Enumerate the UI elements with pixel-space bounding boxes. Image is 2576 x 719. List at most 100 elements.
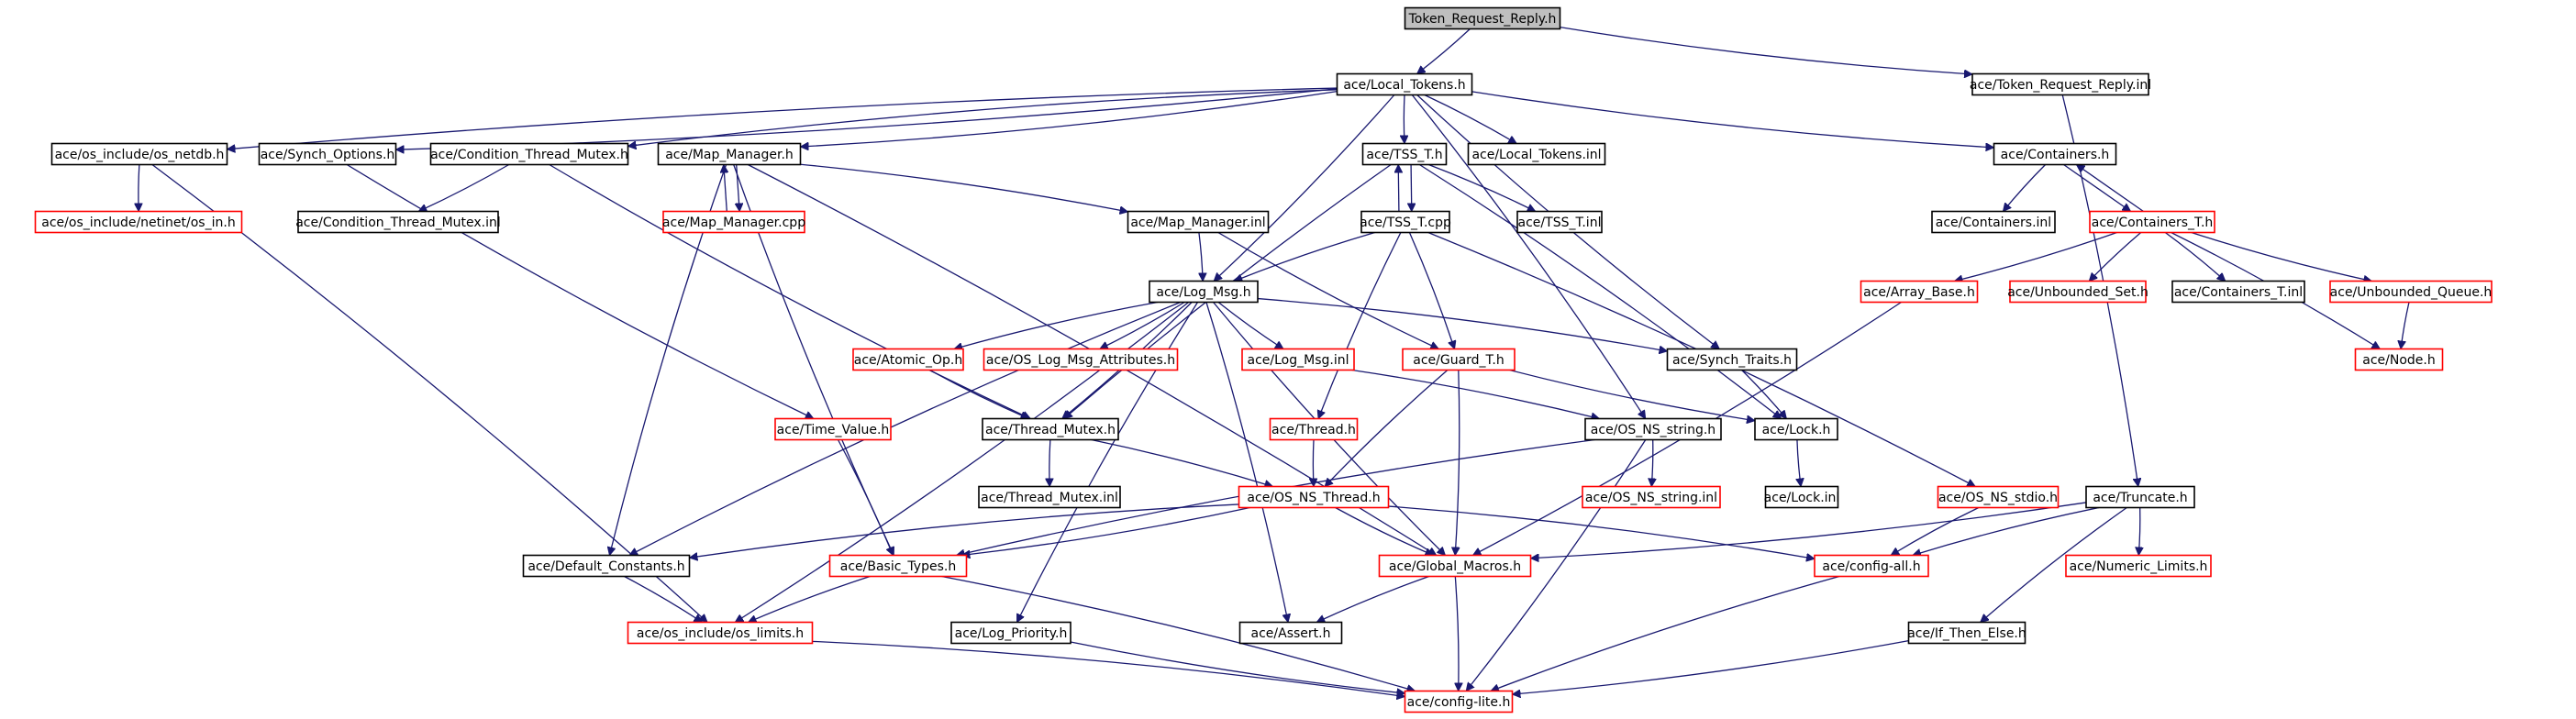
node-os-netdb[interactable]: ace/os_include/os_netdb.h: [50, 142, 228, 166]
node-cond-thread-mutex-inl[interactable]: ace/Condition_Thread_Mutex.inl: [295, 210, 501, 234]
edge-map_manager_cpp-to-map_manager_h: [724, 165, 727, 212]
edge-truncate_h-to-global_macros: [1531, 502, 2087, 559]
edge-containers_t_h-to-containers_t_inl: [2164, 231, 2226, 282]
node-if-then-else[interactable]: ace/If_Then_Else.h: [1907, 621, 2026, 645]
node-label: ace/Unbounded_Queue.h: [2330, 285, 2493, 300]
node-map-manager-h[interactable]: ace/Map_Manager.h: [657, 142, 802, 166]
node-root[interactable]: Token_Request_Reply.h: [1404, 6, 1561, 30]
edge-containers_t_h-to-unbounded_set: [2089, 232, 2142, 282]
node-node-h[interactable]: ace/Node.h: [2354, 348, 2444, 371]
node-label: ace/Basic_Types.h: [840, 559, 956, 574]
node-label: ace/Global_Macros.h: [1389, 559, 1521, 574]
edge-os_ns_thread-to-global_macros: [1335, 506, 1434, 556]
node-label: ace/Thread_Mutex.inl: [981, 491, 1118, 505]
node-default-constants[interactable]: ace/Default_Constants.h: [522, 554, 691, 578]
node-thread-h[interactable]: ace/Thread.h: [1269, 417, 1359, 441]
node-box: [429, 142, 629, 166]
node-map-manager-inl[interactable]: ace/Map_Manager.inl: [1127, 210, 1270, 234]
node-map-manager-cpp[interactable]: ace/Map_Manager.cpp: [662, 210, 805, 234]
node-os-ns-string-inl[interactable]: ace/OS_NS_string.inl: [1582, 485, 1721, 509]
node-box: [297, 210, 499, 234]
edge-tss_t_cpp-to-log_msg_h: [1234, 231, 1375, 282]
node-config-all[interactable]: ace/config-all.h: [1814, 554, 1929, 578]
node-box: [978, 485, 1121, 509]
node-label: ace/Map_Manager.inl: [1130, 216, 1265, 230]
node-thread-mutex-inl[interactable]: ace/Thread_Mutex.inl: [978, 485, 1121, 509]
edge-os_ns_string_h-to-config_lite: [1466, 439, 1647, 691]
node-tss-t-h[interactable]: ace/TSS_T.h: [1361, 142, 1448, 166]
node-label: ace/Map_Manager.cpp: [662, 216, 805, 230]
node-os-ns-thread[interactable]: ace/OS_NS_Thread.h: [1238, 485, 1390, 509]
node-truncate-h[interactable]: ace/Truncate.h: [2085, 485, 2195, 509]
node-unbounded-set[interactable]: ace/Unbounded_Set.h: [2007, 280, 2149, 304]
node-token-rr-inl[interactable]: ace/Token_Request_Reply.inl: [1970, 72, 2151, 96]
node-os-in[interactable]: ace/os_include/netinet/os_in.h: [34, 210, 243, 234]
node-log-msg-h[interactable]: ace/Log_Msg.h: [1149, 280, 1259, 304]
node-basic-types[interactable]: ace/Basic_Types.h: [828, 554, 968, 578]
node-label: ace/Local_Tokens.inl: [1471, 148, 1601, 162]
node-assert-h[interactable]: ace/Assert.h: [1238, 621, 1343, 645]
node-containers-inl[interactable]: ace/Containers.inl: [1931, 210, 2056, 234]
node-label: ace/os_include/netinet/os_in.h: [41, 216, 235, 230]
edge-log_msg_h-to-default_constants: [629, 301, 1182, 557]
node-label: ace/os_include/os_limits.h: [637, 626, 804, 641]
node-box: [983, 348, 1179, 371]
node-global-macros[interactable]: ace/Global_Macros.h: [1378, 554, 1532, 578]
edge-map_manager_inl-to-log_msg_h: [1198, 232, 1203, 282]
node-containers-t-inl[interactable]: ace/Containers_T.inl: [2171, 280, 2305, 304]
node-lock-inl[interactable]: ace/Lock.inl: [1764, 485, 1840, 509]
node-box: [2171, 280, 2305, 304]
node-label: ace/Condition_Thread_Mutex.inl: [295, 216, 501, 230]
node-label: ace/Containers_T.inl: [2174, 285, 2303, 300]
edge-map_manager_inl-to-guard_t: [1217, 231, 1438, 349]
node-box: [1584, 417, 1722, 441]
node-label: ace/Thread_Mutex.h: [985, 423, 1116, 437]
node-containers-t-h[interactable]: ace/Containers_T.h: [2089, 210, 2215, 234]
node-label: ace/Numeric_Limits.h: [2070, 559, 2208, 574]
node-synch-traits[interactable]: ace/Synch_Traits.h: [1666, 348, 1798, 371]
node-box: [1666, 348, 1798, 371]
edge-atomic_op-to-thread_mutex_h: [929, 369, 1028, 419]
node-os-limits[interactable]: ace/os_include/os_limits.h: [627, 621, 814, 645]
node-os-ns-string-h[interactable]: ace/OS_NS_string.h: [1584, 417, 1722, 441]
node-box: [1764, 485, 1839, 509]
node-tss-t-inl[interactable]: ace/TSS_T.inl: [1516, 210, 1603, 234]
node-cond-thread-mutex-h[interactable]: ace/Condition_Thread_Mutex.h: [429, 142, 629, 166]
node-label: Token_Request_Reply.h: [1408, 12, 1557, 27]
node-label: ace/Assert.h: [1251, 626, 1331, 641]
node-tss-t-cpp[interactable]: ace/TSS_T.cpp: [1360, 210, 1451, 234]
node-atomic-op[interactable]: ace/Atomic_Op.h: [852, 348, 964, 371]
node-local-tokens-h[interactable]: ace/Local_Tokens.h: [1336, 72, 1473, 96]
node-label: ace/Containers.h: [2001, 148, 2110, 162]
node-label: ace/config-lite.h: [1407, 695, 1511, 710]
edge-os_ns_thread-to-basic_types: [961, 506, 1250, 556]
edge-map_manager_h-to-map_manager_inl: [800, 163, 1128, 212]
node-time-value[interactable]: ace/Time_Value.h: [774, 417, 892, 441]
node-log-priority[interactable]: ace/Log_Priority.h: [950, 621, 1071, 645]
node-local-tokens-inl[interactable]: ace/Local_Tokens.inl: [1467, 142, 1606, 166]
node-containers-h[interactable]: ace/Containers.h: [1993, 142, 2117, 166]
node-log-msg-inl[interactable]: ace/Log_Msg.inl: [1241, 348, 1355, 371]
node-os-ns-stdio[interactable]: ace/OS_NS_stdio.h: [1937, 485, 2060, 509]
node-box: [1467, 142, 1606, 166]
node-thread-mutex-h[interactable]: ace/Thread_Mutex.h: [982, 417, 1119, 441]
node-synch-options[interactable]: ace/Synch_Options.h: [258, 142, 397, 166]
node-label: ace/OS_NS_string.h: [1591, 423, 1715, 437]
node-guard-t[interactable]: ace/Guard_T.h: [1402, 348, 1516, 371]
node-numeric-limits[interactable]: ace/Numeric_Limits.h: [2065, 554, 2212, 578]
node-label: ace/OS_NS_stdio.h: [1938, 491, 2058, 505]
node-unbounded-queue[interactable]: ace/Unbounded_Queue.h: [2329, 280, 2493, 304]
node-box: [2085, 485, 2195, 509]
node-lock-h[interactable]: ace/Lock.h: [1754, 417, 1838, 441]
node-label: ace/Array_Base.h: [1863, 285, 1975, 300]
node-box: [1404, 6, 1561, 30]
edge-containers_h-to-containers_t_h: [2063, 163, 2131, 212]
node-box: [2009, 280, 2147, 304]
edge-log_msg_h-to-log_priority: [1016, 302, 1199, 623]
node-os-log-msg-attr[interactable]: ace/OS_Log_Msg_Attributes.h: [983, 348, 1179, 371]
node-label: ace/TSS_T.cpp: [1360, 216, 1451, 230]
node-label: ace/Containers.inl: [1936, 216, 2051, 230]
node-array-base[interactable]: ace/Array_Base.h: [1860, 280, 1979, 304]
node-config-lite[interactable]: ace/config-lite.h: [1404, 690, 1514, 713]
